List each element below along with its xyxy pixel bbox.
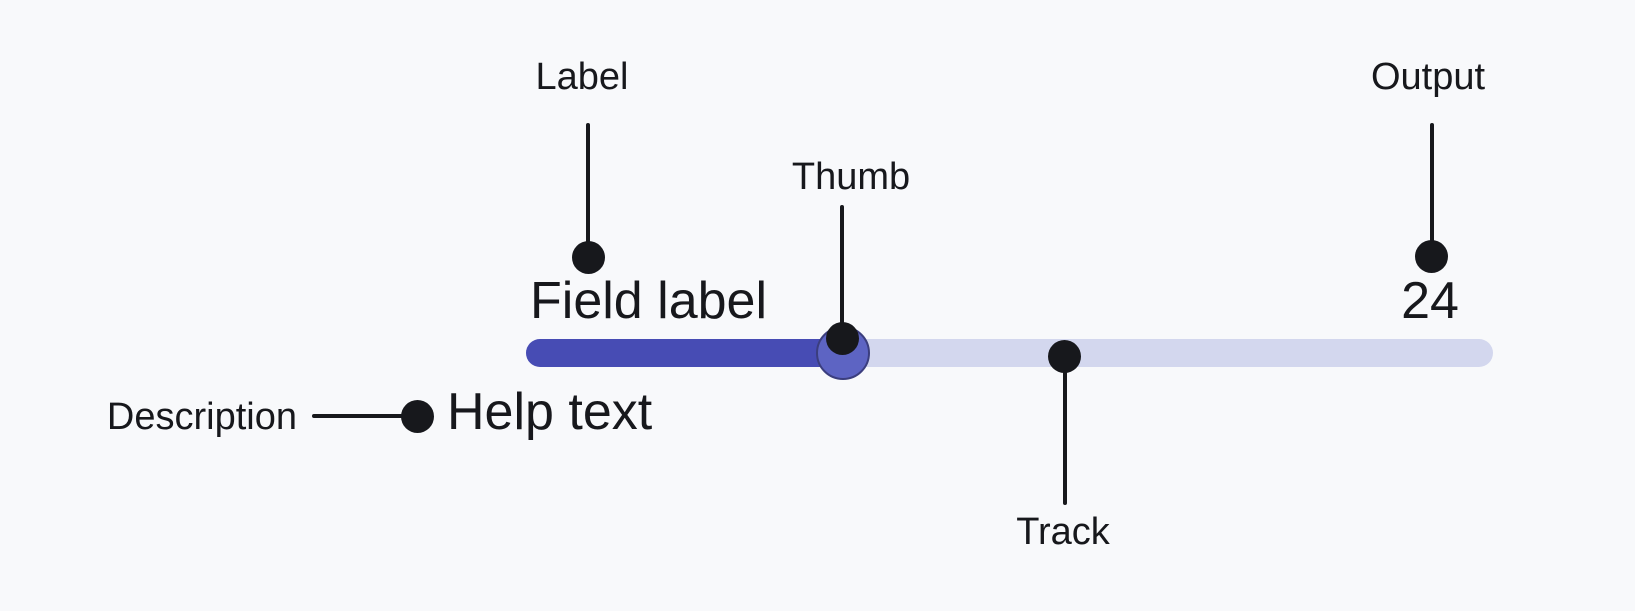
callout-thumb-text: Thumb [791, 156, 911, 198]
callout-thumb-dot [826, 322, 859, 355]
slider-track[interactable] [526, 326, 1493, 381]
callout-description-dot [401, 400, 434, 433]
slider-fill [526, 339, 844, 367]
callout-track-text: Track [1016, 511, 1110, 553]
callout-output-line [1430, 123, 1434, 245]
slider-output-value: 24 [1401, 272, 1459, 330]
callout-description-text: Description [106, 396, 297, 438]
callout-output-dot [1415, 240, 1448, 273]
callout-output-text: Output [1370, 56, 1486, 98]
callout-label-text: Label [535, 56, 629, 98]
callout-label-dot [572, 241, 605, 274]
callout-label-line [586, 123, 590, 245]
callout-thumb-line [840, 205, 844, 335]
callout-track-dot [1048, 340, 1081, 373]
callout-track-line [1063, 370, 1067, 505]
callout-description-line [312, 414, 404, 418]
slider-field-label: Field label [530, 272, 768, 330]
slider-help-text: Help text [447, 383, 653, 441]
